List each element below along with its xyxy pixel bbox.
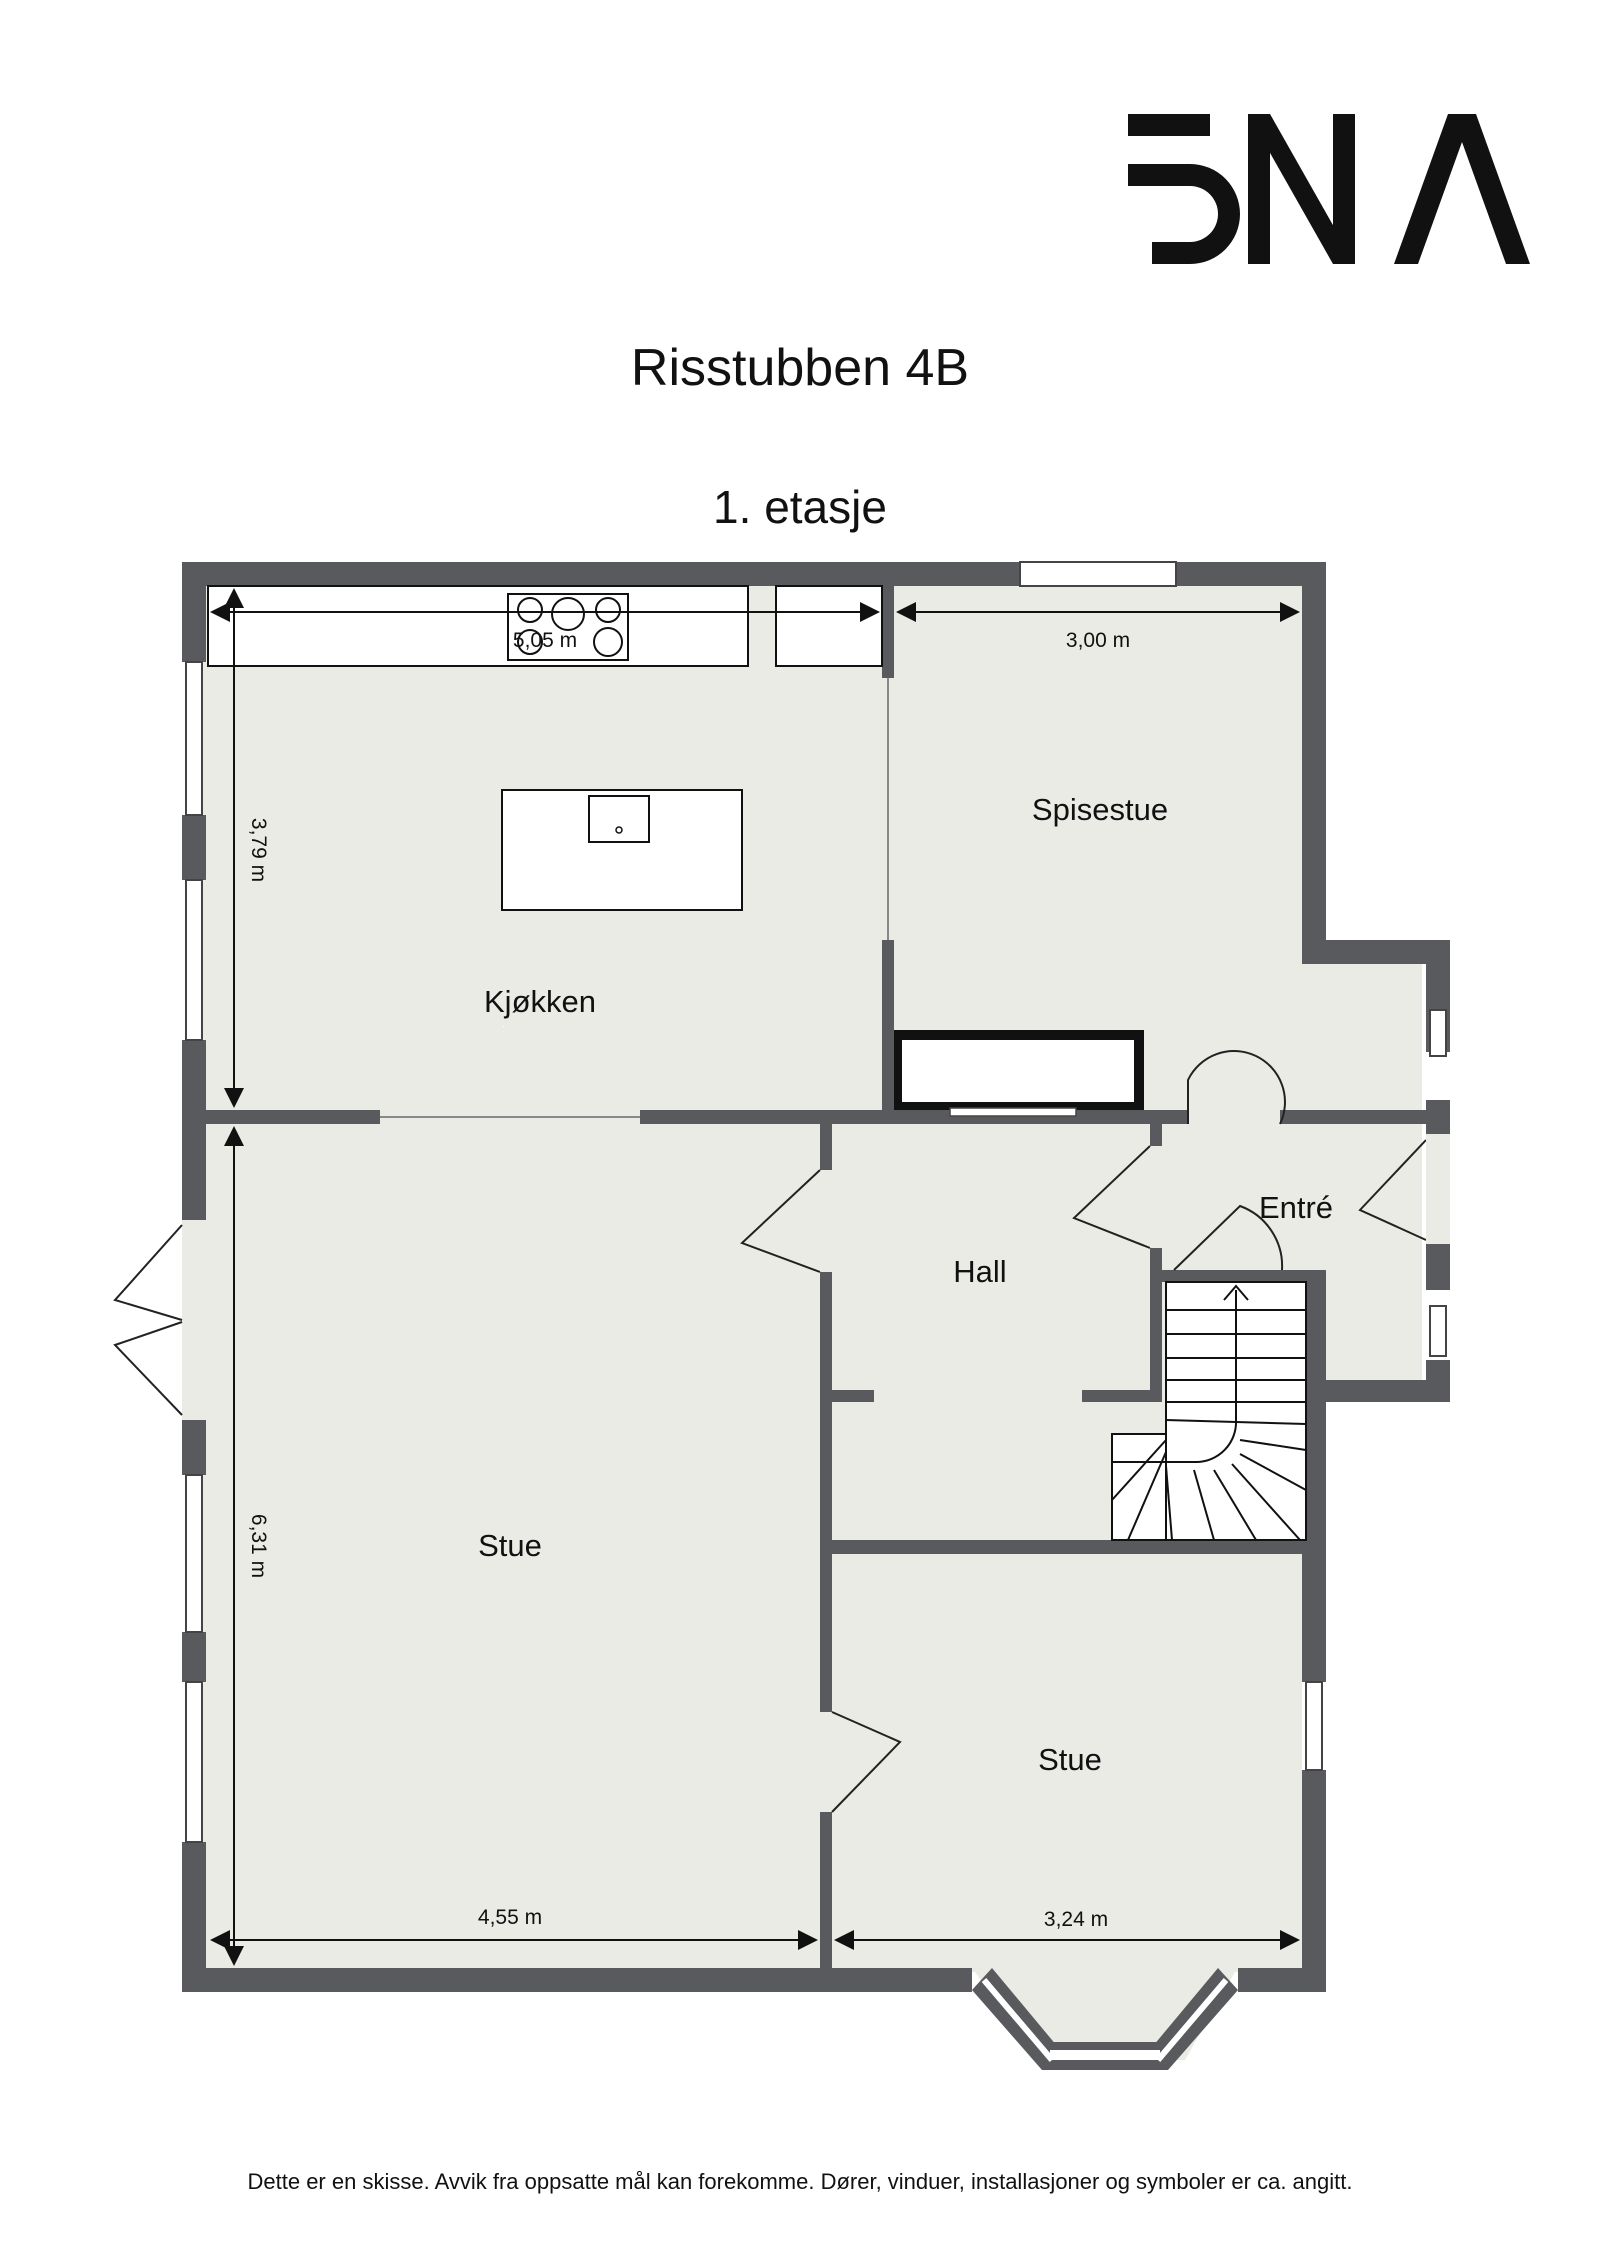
floor-area [198, 582, 1422, 2060]
room-label-hall: Hall [953, 1254, 1006, 1289]
patio-door [113, 1220, 206, 1420]
dim-dining-width: 3,00 m [1066, 629, 1130, 652]
closet [894, 1030, 1144, 1117]
disclaimer: Dette er en skisse. Avvik fra oppsatte m… [247, 2169, 1353, 2194]
dim-kitchen-depth: 3,79 m [247, 818, 270, 882]
bna-logo [1128, 114, 1530, 264]
windows [185, 561, 1447, 1843]
room-label-dining: Spisestue [1032, 792, 1168, 827]
dim-living-small-width: 3,24 m [1044, 1908, 1108, 1931]
doors [740, 1050, 1427, 1813]
room-label-entry: Entré [1259, 1190, 1333, 1225]
room-label-kitchen: Kjøkken [484, 984, 596, 1019]
property-title: Risstubben 4B [630, 339, 970, 397]
dim-kitchen-width: 5,05 m [513, 629, 577, 652]
dim-living-main-width: 4,55 m [478, 1906, 542, 1929]
bay-window [972, 1968, 1238, 2070]
openings [380, 678, 889, 1118]
stair [1111, 1281, 1307, 1541]
dimension-labels: 5,05 m 3,00 m 3,79 m 6,31 m 4,55 m 3,24 … [247, 629, 1130, 1931]
floor-label: 1. etasje [713, 481, 887, 533]
dim-living-depth: 6,31 m [247, 1514, 270, 1578]
room-label-living-main: Stue [478, 1528, 542, 1563]
room-label-living-small: Stue [1038, 1742, 1102, 1777]
dimension-lines [210, 588, 1300, 1966]
room-labels: Kjøkken Spisestue Hall Entré Stue Stue [478, 792, 1333, 1777]
kitchen-counter [207, 585, 883, 1027]
kitchen-island [501, 789, 743, 911]
entry-door-opening [1426, 1134, 1450, 1244]
exterior-walls [182, 562, 1450, 1992]
interior-walls [198, 586, 1450, 1980]
